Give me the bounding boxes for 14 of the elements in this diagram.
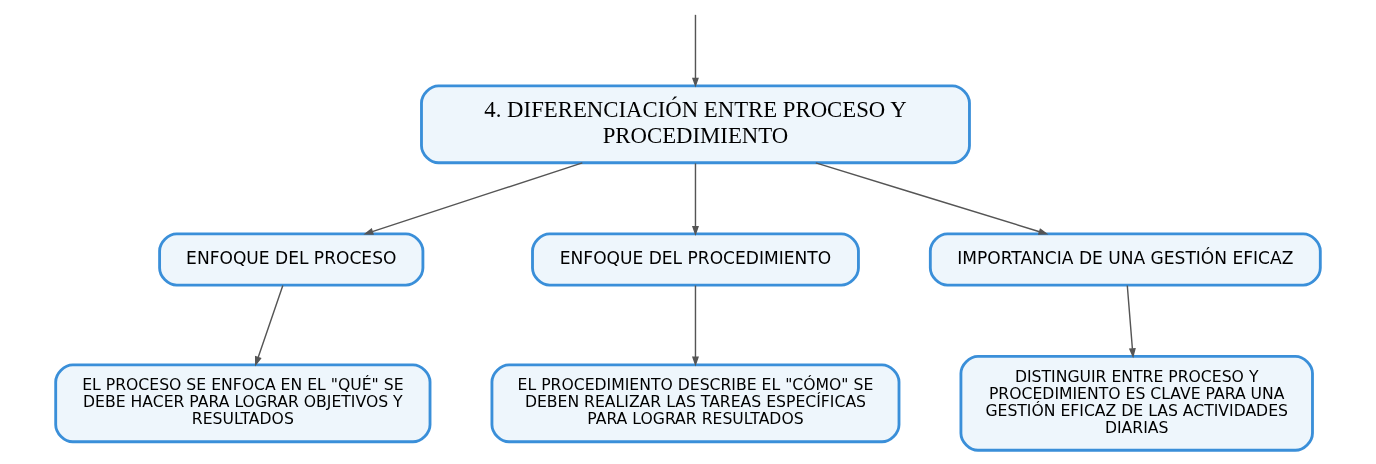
node-box: ENFOQUE DEL PROCEDIMIENTO bbox=[531, 232, 860, 287]
arrow bbox=[255, 284, 284, 367]
node-box: EL PROCEDIMIENTO DESCRIBE EL "CÓMO" SE DEBEN REALIZAR LAS TAREAS ESPECÍFICAS PARA LOGRAR RESULTADOS bbox=[490, 363, 901, 444]
arrow bbox=[815, 162, 1049, 235]
node-box: IMPORTANCIA DE UNA GESTIÓN EFICAZ bbox=[928, 232, 1322, 287]
node-box: 4. DIFERENCIACIÓN ENTRE PROCESO Y PROCEDIMIENTO bbox=[420, 84, 971, 165]
arrow bbox=[691, 14, 699, 88]
arrow bbox=[363, 162, 584, 235]
node-box: DISTINGUIR ENTRE PROCESO Y PROCEDIMIENTO ES CLAVE PARA UNA GESTIÓN EFICAZ DE LAS ACTIVIDADES DIARIAS bbox=[959, 354, 1314, 452]
arrow bbox=[1126, 284, 1136, 359]
arrow bbox=[691, 284, 699, 367]
node-box: ENFOQUE DEL PROCESO bbox=[158, 232, 425, 287]
node-box: EL PROCESO SE ENFOCA EN EL "QUÉ" SE DEBE HACER PARA LOGRAR OBJETIVOS Y RESULTADOS bbox=[54, 363, 432, 444]
arrow bbox=[691, 162, 699, 236]
